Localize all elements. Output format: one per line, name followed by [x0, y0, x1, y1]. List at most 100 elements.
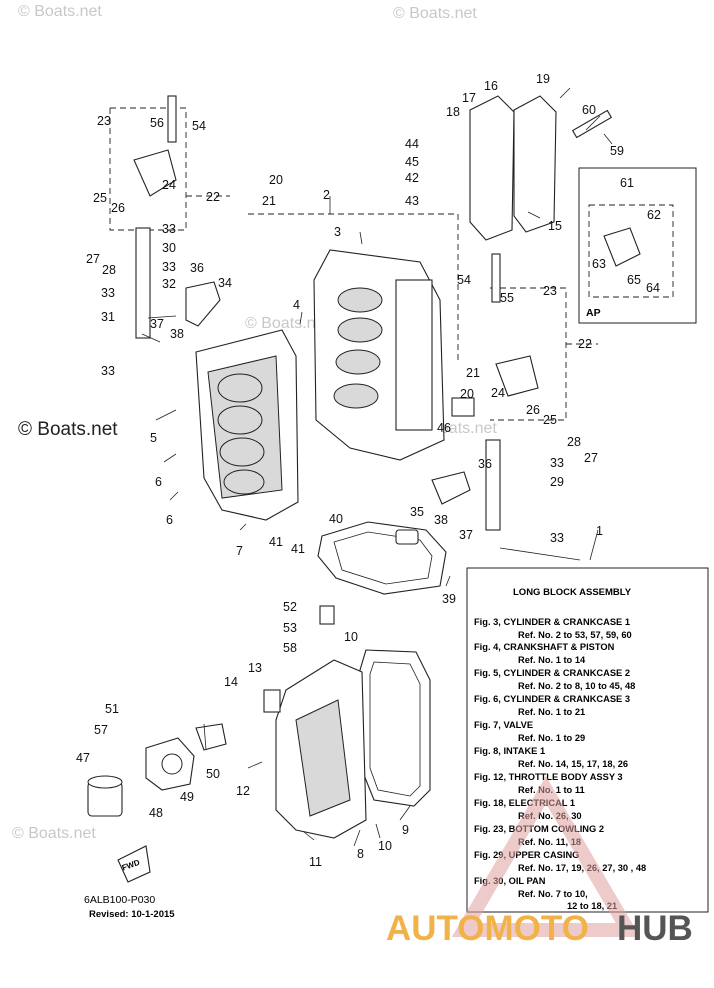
callout-33: 33 [162, 260, 176, 274]
callout-22: 22 [578, 337, 592, 351]
callout-2: 2 [323, 188, 330, 202]
callout-10: 10 [378, 839, 392, 853]
bracket-35 [431, 471, 471, 505]
callout-27: 27 [86, 252, 100, 266]
legend-line: Fig. 7, VALVE [474, 720, 533, 730]
pipe-31 [135, 227, 151, 339]
callout-18: 18 [446, 105, 460, 119]
assembly-groups [109, 107, 697, 421]
callout-15: 15 [548, 219, 562, 233]
callout-35: 35 [410, 505, 424, 519]
callout-33: 33 [162, 222, 176, 236]
sensor-54b [491, 253, 501, 303]
callout-6: 6 [155, 475, 162, 489]
lower-housing-face [295, 699, 351, 817]
callout-31: 31 [101, 310, 115, 324]
legend-line: Fig. 18, ELECTRICAL 1 [474, 798, 575, 808]
callout-61: 61 [620, 176, 634, 190]
callout-55: 55 [500, 291, 514, 305]
callout-21: 21 [262, 194, 276, 208]
revised-date: Revised: 10-1-2015 [89, 909, 175, 920]
callout-25: 25 [93, 191, 107, 205]
legend-line: Ref. No. 2 to 8, 10 to 45, 48 [518, 681, 635, 691]
callout-23: 23 [97, 114, 111, 128]
callout-41: 41 [269, 535, 283, 549]
callout-28: 28 [567, 435, 581, 449]
callout-11: 11 [309, 855, 322, 869]
callout-38: 38 [434, 513, 448, 527]
callout-27: 27 [584, 451, 598, 465]
callout-52: 52 [283, 600, 297, 614]
callout-63: 63 [592, 257, 606, 271]
bracket-34 [185, 281, 221, 327]
callout-49: 49 [180, 790, 194, 804]
legend-line: Ref. No. 1 to 29 [518, 733, 585, 743]
legend-line: Ref. No. 7 to 10, [518, 889, 588, 899]
group-61 [588, 204, 674, 298]
callout-41: 41 [291, 542, 305, 556]
fwd-arrow-icon [117, 845, 151, 883]
fitting-lower [495, 355, 539, 397]
callout-33: 33 [101, 364, 115, 378]
legend-line: Fig. 4, CRANKSHAFT & PISTON [474, 642, 615, 652]
callout-12: 12 [236, 784, 250, 798]
callout-1: 1 [596, 524, 603, 538]
watermark: © Boats.net [393, 5, 477, 22]
bracket-13 [263, 689, 281, 713]
legend-line: Ref. No. 17, 19, 26, 27, 30 , 48 [518, 863, 646, 873]
callout-54: 54 [192, 119, 206, 133]
callout-17: 17 [462, 91, 476, 105]
callout-26: 26 [111, 201, 125, 215]
callout-30: 30 [162, 241, 176, 255]
watermark: © Boats.net [18, 3, 102, 20]
callout-43: 43 [405, 194, 419, 208]
block-side [395, 279, 433, 431]
logo-part1: AUTOMOTO [386, 909, 589, 948]
callout-19: 19 [536, 72, 550, 86]
callout-8: 8 [357, 847, 364, 861]
watermark: © Boats.net [245, 315, 329, 332]
legend-title: LONG BLOCK ASSEMBLY [513, 587, 632, 598]
callout-38: 38 [170, 327, 184, 341]
callout-5: 5 [150, 431, 157, 445]
callout-33: 33 [550, 456, 564, 470]
legend-line: Fig. 30, OIL PAN [474, 876, 546, 886]
callout-62: 62 [647, 208, 661, 222]
callout-labels: 1 2 3 4 5 6 6 7 8 9 10 10 11 12 13 14 15… [76, 72, 661, 869]
fitting-upper [133, 149, 177, 197]
callout-6: 6 [166, 513, 173, 527]
callout-59: 59 [610, 144, 624, 158]
legend-line: Fig. 12, THROTTLE BODY ASSY 3 [474, 772, 623, 782]
callout-36: 36 [190, 261, 204, 275]
callout-60: 60 [582, 103, 596, 117]
callout-23: 23 [543, 284, 557, 298]
callout-29: 29 [550, 475, 564, 489]
callout-9: 9 [402, 823, 409, 837]
callout-22: 22 [206, 190, 220, 204]
callout-58: 58 [283, 641, 297, 655]
callout-45: 45 [405, 155, 419, 169]
callout-36: 36 [478, 457, 492, 471]
logo-part2: HUB [617, 909, 693, 948]
legend-line: Fig. 3, CYLINDER & CRANKCASE 1 [474, 617, 630, 627]
callout-34: 34 [218, 276, 232, 290]
callout-47: 47 [76, 751, 90, 765]
legend-line: Fig. 8, INTAKE 1 [474, 746, 545, 756]
legend-line: Ref. No. 1 to 21 [518, 707, 585, 717]
plug-52 [319, 605, 335, 625]
callout-42: 42 [405, 171, 419, 185]
legend-line: Ref. No. 1 to 14 [518, 655, 586, 665]
legend-line: Fig. 6, CYLINDER & CRANKCASE 3 [474, 694, 630, 704]
callout-53: 53 [283, 621, 297, 635]
callout-21: 21 [466, 366, 480, 380]
callout-44: 44 [405, 137, 419, 151]
pipe-29 [485, 439, 501, 531]
callout-20: 20 [460, 387, 474, 401]
callout-65: 65 [627, 273, 641, 287]
callout-46: 46 [437, 421, 451, 435]
callout-39: 39 [442, 592, 456, 606]
callout-26: 26 [526, 403, 540, 417]
callout-24: 24 [491, 386, 505, 400]
callout-37: 37 [459, 528, 473, 542]
